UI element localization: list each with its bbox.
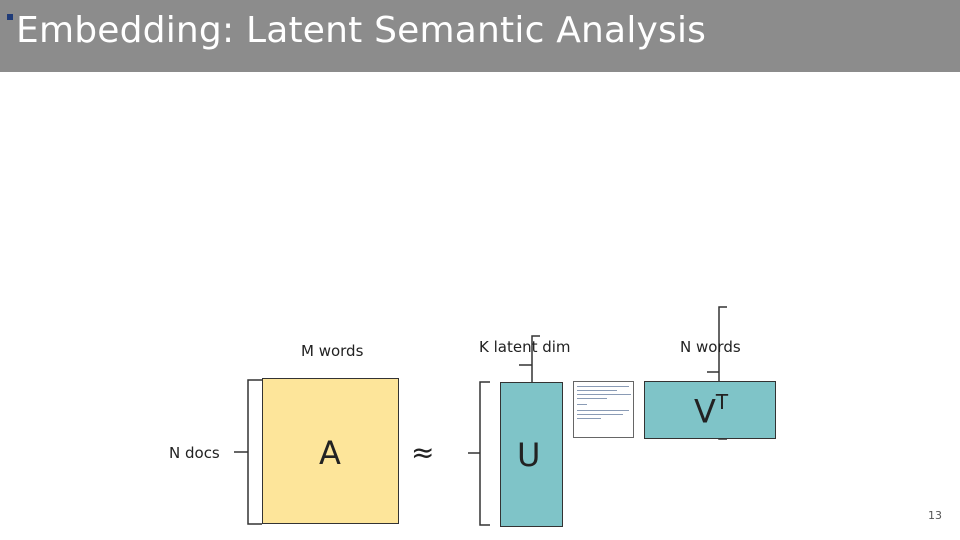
matrix-v-transpose bbox=[644, 381, 776, 439]
m-words-label: M words bbox=[301, 342, 364, 360]
thumb-line bbox=[577, 394, 631, 395]
thumb-line bbox=[577, 386, 629, 387]
matrix-a bbox=[262, 378, 399, 524]
v-superscript: T bbox=[715, 390, 729, 414]
matrix-a-label: A bbox=[319, 434, 341, 472]
bullet-icon bbox=[7, 14, 13, 20]
sigma-thumbnail bbox=[573, 381, 634, 438]
slide-title: Embedding: Latent Semantic Analysis bbox=[16, 10, 707, 51]
matrix-u bbox=[500, 382, 563, 527]
approx-symbol: ≈ bbox=[411, 436, 435, 469]
matrix-u-label: U bbox=[517, 436, 541, 474]
page-number: 13 bbox=[928, 509, 942, 522]
thumb-line bbox=[577, 404, 587, 405]
n-words-label: N words bbox=[680, 338, 741, 356]
v-base: V bbox=[694, 392, 716, 431]
n-docs-label: N docs bbox=[169, 444, 220, 462]
vt-bracket bbox=[718, 306, 727, 440]
u-row-bracket bbox=[479, 381, 490, 526]
matrix-v-transpose-label: VT bbox=[694, 390, 729, 431]
thumb-line bbox=[577, 410, 629, 411]
thumb-line bbox=[577, 418, 601, 419]
thumb-line bbox=[577, 414, 623, 415]
k-latent-dim-label: K latent dim bbox=[479, 338, 571, 356]
thumb-line bbox=[577, 398, 607, 399]
title-bar: Embedding: Latent Semantic Analysis bbox=[0, 0, 960, 72]
thumb-line bbox=[577, 390, 617, 391]
a-row-bracket bbox=[247, 379, 262, 525]
